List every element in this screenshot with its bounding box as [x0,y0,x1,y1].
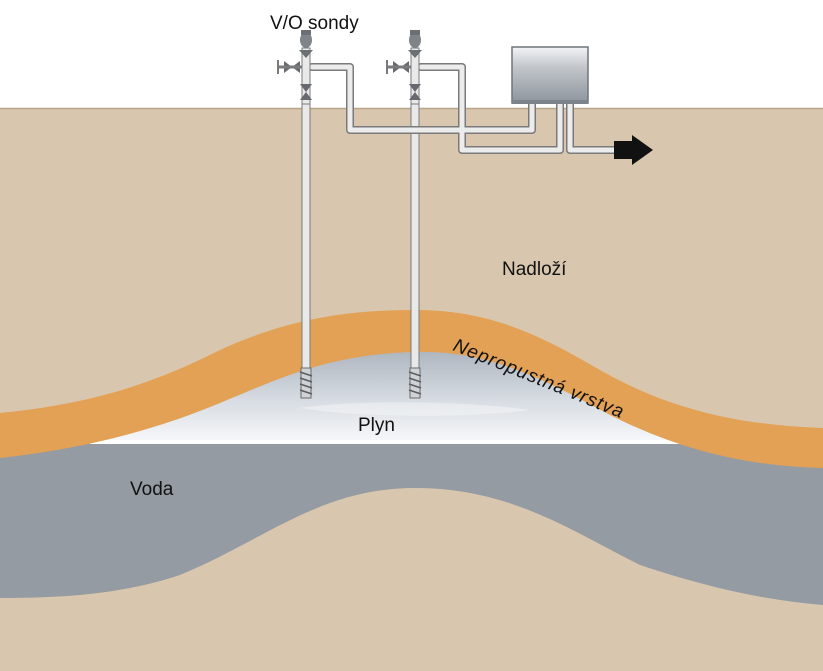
well-left [299,99,313,399]
valve-icon [386,60,411,74]
water-layer [0,442,823,605]
water-label: Voda [130,479,174,500]
wellhead-icon [408,30,422,58]
probes-label: V/O sondy [270,13,359,34]
wellhead-left [277,30,313,105]
overburden-label: Nadloží [502,259,567,280]
outflow-arrow-icon [614,135,653,165]
gas-mist [300,402,530,416]
well-right [408,99,422,399]
perforated-screen-icon [299,367,313,399]
gas-label: Plyn [358,415,395,436]
wellhead-right [386,30,422,105]
surface-piping [308,63,619,154]
valve-icon [277,60,302,74]
valve-icon [409,84,421,100]
valve-icon [300,84,312,100]
perforated-screen-icon [408,367,422,399]
wellhead-icon [299,30,313,58]
control-station-icon [511,46,589,104]
